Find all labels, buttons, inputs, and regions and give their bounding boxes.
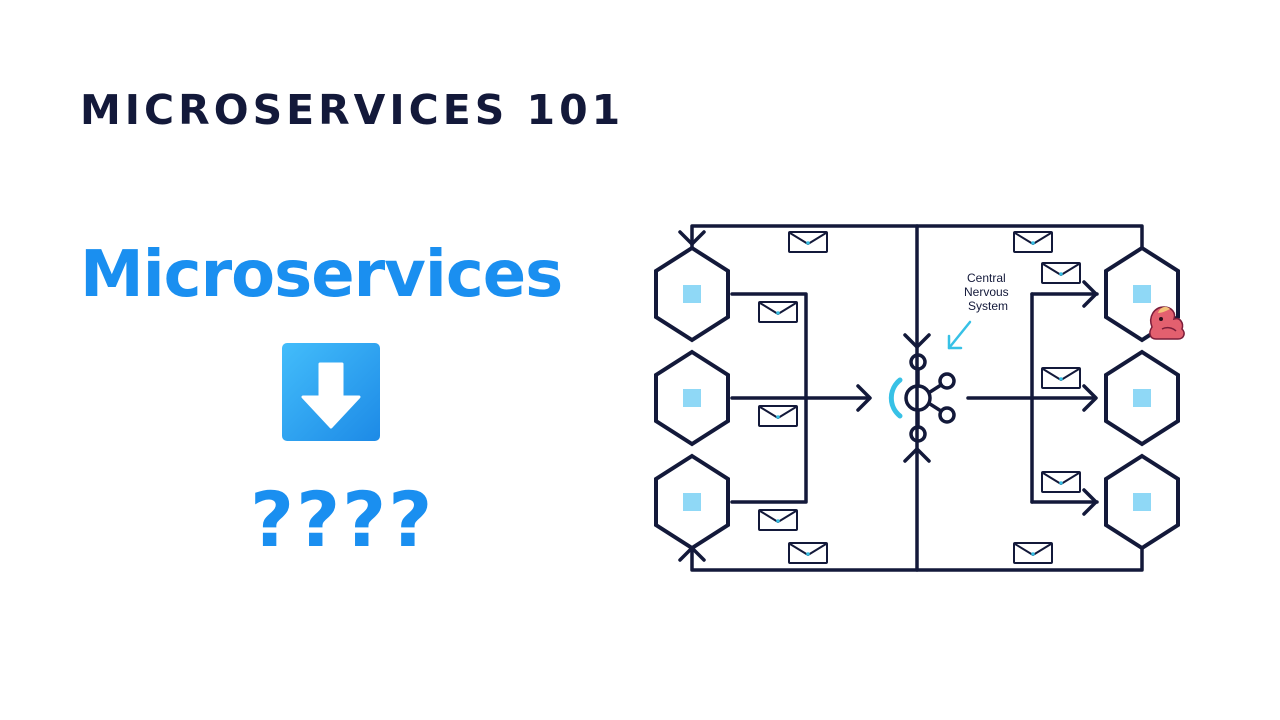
- envelope-icon: [1041, 471, 1081, 493]
- service-right-3: [1104, 453, 1180, 551]
- cns-label: Central Nervous System: [964, 271, 1012, 313]
- envelope-icon: [1041, 262, 1081, 284]
- connection-lines: [690, 224, 1144, 572]
- cns-label-line-2: Nervous: [964, 285, 1009, 299]
- slide-eyebrow: MICROSERVICES 101: [80, 86, 625, 134]
- service-left-3: [654, 453, 730, 551]
- envelope-icon: [758, 509, 798, 531]
- cns-label-line-3: System: [968, 299, 1008, 313]
- envelope-icon: [788, 542, 828, 564]
- envelope-icon: [1013, 542, 1053, 564]
- event-streaming-hub-icon: [888, 353, 956, 443]
- envelope-icon: [1041, 367, 1081, 389]
- question-marks: ????: [250, 475, 435, 564]
- cns-label-line-1: Central: [967, 271, 1006, 285]
- envelope-icon: [788, 231, 828, 253]
- hub-pointer-arrow: [947, 320, 972, 350]
- slide-headline: Microservices: [80, 238, 563, 312]
- envelope-icon: [1013, 231, 1053, 253]
- envelope-icon: [758, 405, 798, 427]
- service-right-2: [1104, 349, 1180, 447]
- service-left-2: [654, 349, 730, 447]
- arrow-down-icon: [282, 343, 380, 441]
- microservices-diagram: Central Nervous System: [654, 224, 1185, 572]
- squirrel-mascot-icon: [1149, 306, 1185, 340]
- envelope-icon: [758, 301, 798, 323]
- service-left-1: [654, 245, 730, 343]
